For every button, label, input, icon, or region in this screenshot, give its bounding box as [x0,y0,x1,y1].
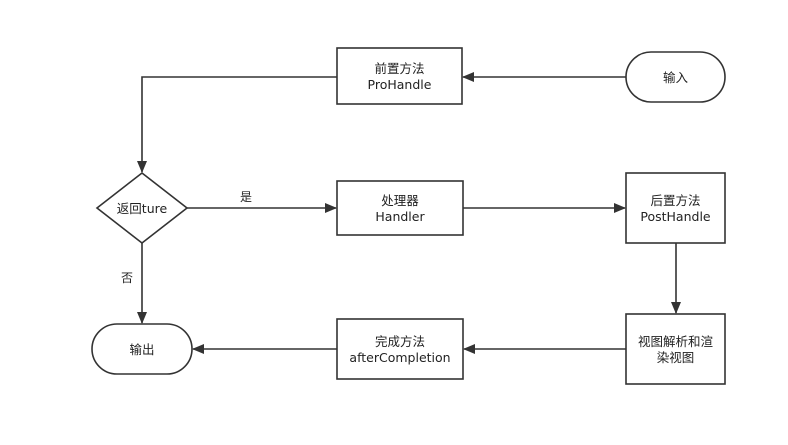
node-decision: 返回ture [95,171,189,245]
node-label-line: ProHandle [368,77,432,92]
node-label-line: afterCompletion [349,350,450,365]
node-label-line: 完成方法 [375,334,425,349]
node-label-line: Handler [375,209,425,224]
node-input: 输入 [625,51,726,103]
node-decision-label: 返回ture [117,201,168,216]
node-label-line: 输入 [663,70,689,85]
node-label-line: 处理器 [381,193,419,208]
node-label-line: PostHandle [640,209,711,224]
node-label-line: 前置方法 [374,61,424,76]
node-output: 输出 [91,323,193,375]
node-label-line: 返回ture [117,201,168,216]
edge-label-no: 否 [121,271,133,285]
node-output-label: 输出 [129,342,154,357]
node-label-line: 视图解析和渲 [638,334,713,349]
node-label-line: 输出 [129,342,154,357]
node-label-line: 后置方法 [650,193,700,208]
edge-label-yes: 是 [240,190,252,204]
node-render-label: 视图解析和渲染视图 [638,334,713,365]
edge-pre-handle-to-decision [137,76,337,173]
node-label-line: 染视图 [657,350,695,365]
node-render: 视图解析和渲染视图 [625,313,726,385]
node-input-label: 输入 [663,70,689,85]
